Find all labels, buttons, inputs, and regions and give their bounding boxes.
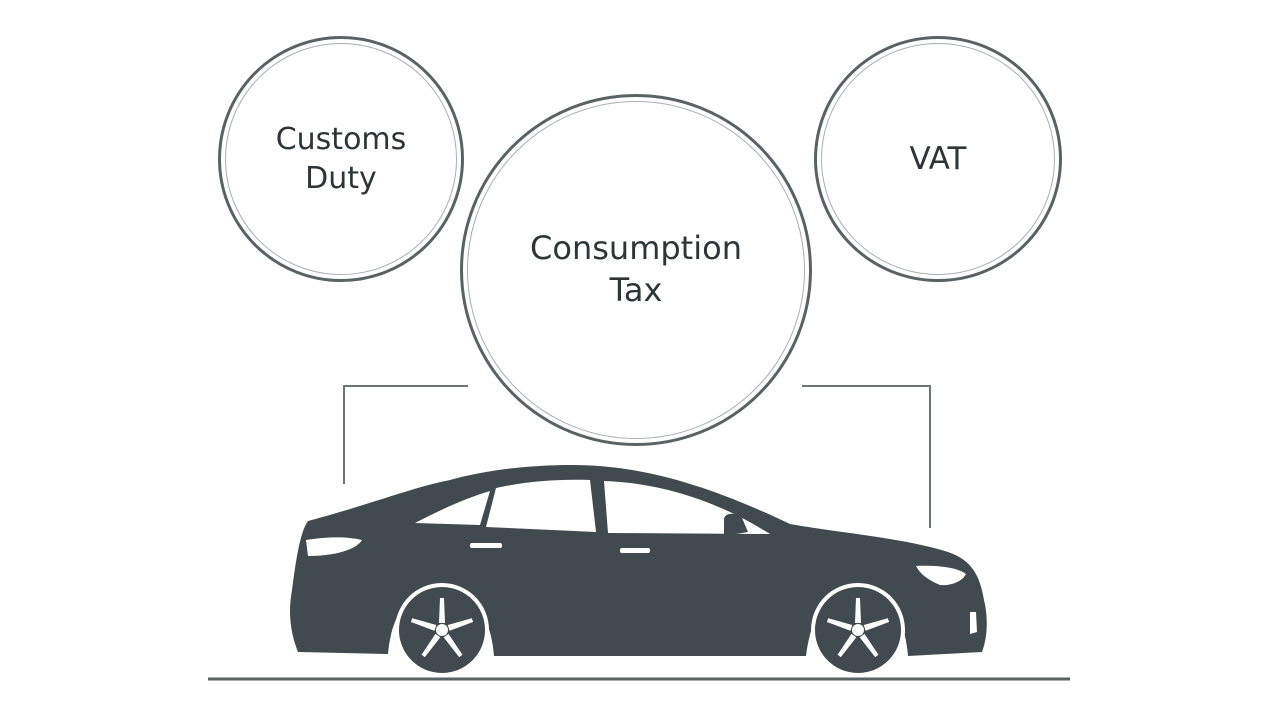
wheel-icon [811, 583, 905, 677]
customs-duty-label-line1: Customs [275, 122, 407, 157]
car-door-handle-front [620, 548, 650, 553]
connector-right [802, 385, 931, 528]
consumption-tax-circle: Consumption Tax [460, 94, 812, 446]
car-taillight [306, 537, 362, 556]
consumption-tax-label-line2: Tax [609, 271, 663, 309]
car-headlight [916, 565, 966, 586]
consumption-tax-label: Consumption Tax [530, 228, 742, 311]
customs-duty-label: Customs Duty [276, 120, 407, 198]
customs-duty-label-line2: Duty [305, 161, 377, 196]
car-front-reflector [970, 612, 977, 634]
wheel-icon [395, 583, 489, 677]
vat-circle: VAT [814, 36, 1062, 282]
car-window-middle [486, 479, 596, 532]
connector-left [343, 385, 468, 484]
car-mirror [724, 513, 748, 536]
consumption-tax-label-line1: Consumption [530, 229, 742, 268]
customs-duty-circle: Customs Duty [218, 36, 464, 282]
car-door-handle-rear [470, 543, 502, 548]
vat-label: VAT [910, 139, 967, 179]
vat-label-text: VAT [909, 140, 967, 177]
car-window-rear [415, 491, 490, 525]
car-icon [290, 465, 987, 656]
